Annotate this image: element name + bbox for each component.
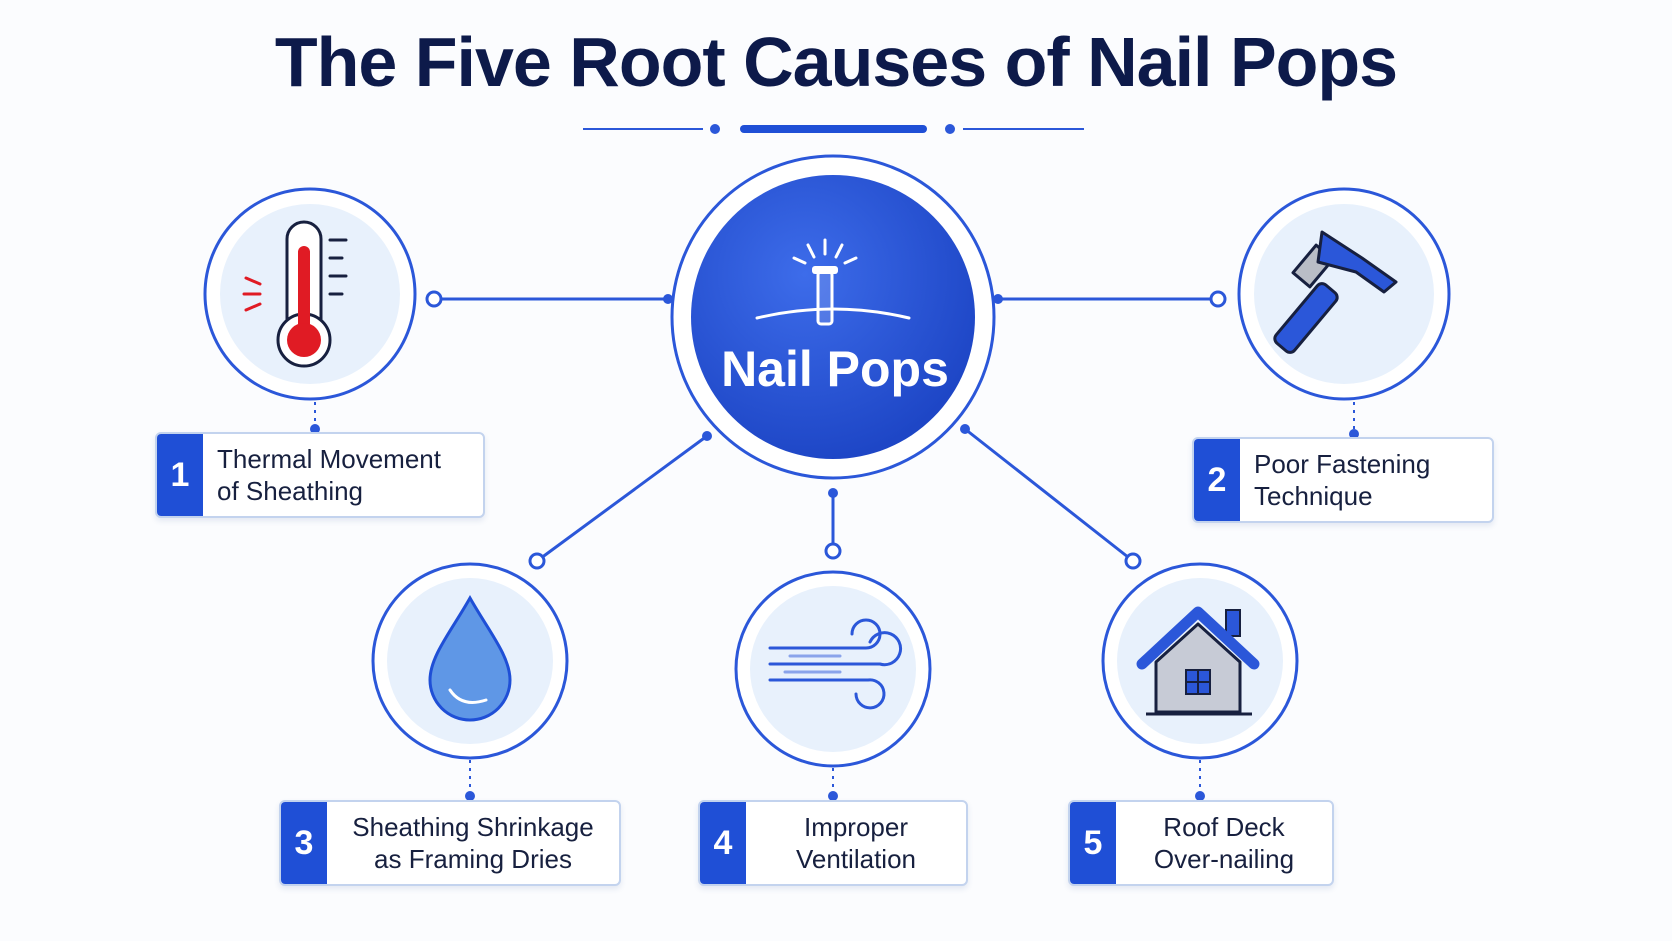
cause-1-line2: of Sheathing (217, 476, 364, 506)
cause-2-circle (1237, 187, 1451, 401)
page-title: The Five Root Causes of Nail Pops (274, 23, 1398, 101)
wind-icon (768, 618, 903, 710)
cause-5-circle (1101, 562, 1299, 760)
cause-5-line1: Roof Deck (1163, 812, 1285, 842)
connector-lines (314, 297, 1355, 796)
hammer-icon (1273, 230, 1398, 354)
cause-1-label: 1 Thermal Movement of Sheathing (155, 432, 485, 518)
thermometer-icon (242, 220, 348, 368)
title-divider (583, 124, 1084, 134)
popping-nail-icon (755, 238, 911, 326)
cause-2-number: 2 (1194, 439, 1240, 521)
cause-1-circle (203, 187, 417, 401)
connector-nodes (310, 290, 1359, 801)
cause-4-line2: Ventilation (796, 844, 916, 874)
connector-3 (536, 434, 708, 563)
cause-5-line2: Over-nailing (1153, 844, 1295, 874)
connector-5 (964, 427, 1134, 563)
cause-4-line1: Improper (803, 812, 909, 842)
cause-2-line1: Poor Fastening (1254, 449, 1431, 479)
cause-3-circle (371, 562, 569, 760)
cause-4-label: 4 Improper Ventilation (698, 800, 968, 886)
cause-3-line1: Sheathing Shrinkage (352, 812, 594, 842)
cause-1-line1: Thermal Movement (217, 444, 441, 474)
cause-1-number: 1 (157, 434, 203, 516)
water-drop-icon (428, 594, 512, 722)
cause-4-number: 4 (700, 802, 746, 884)
house-icon (1136, 606, 1260, 716)
cause-5-number: 5 (1070, 802, 1116, 884)
cause-4-circle (734, 570, 932, 768)
cause-3-number: 3 (281, 802, 327, 884)
cause-3-line2: as Framing Dries (374, 844, 572, 874)
cause-2-label: 2 Poor Fastening Technique (1192, 437, 1494, 523)
hub-node (670, 154, 996, 480)
cause-3-label: 3 Sheathing Shrinkage as Framing Dries (279, 800, 621, 886)
cause-2-line2: Technique (1254, 481, 1373, 511)
cause-5-label: 5 Roof Deck Over-nailing (1068, 800, 1334, 886)
hub-label: Nail Pops (721, 341, 949, 397)
